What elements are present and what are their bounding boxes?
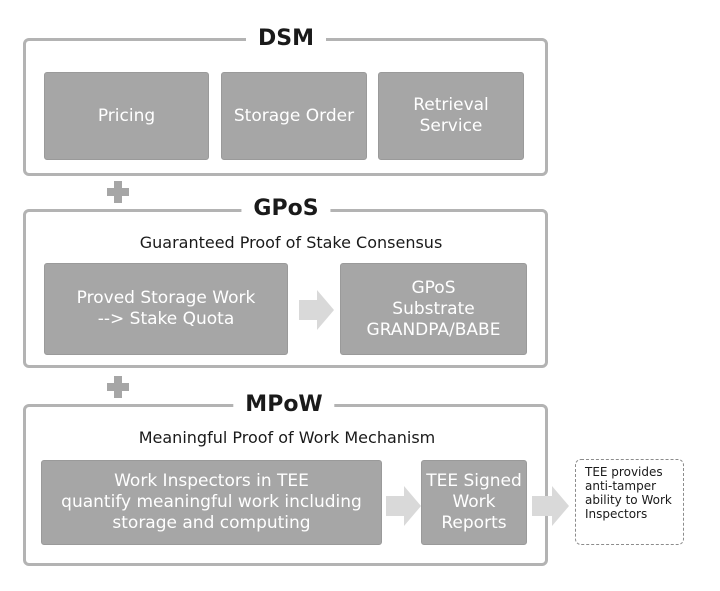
right-arrow-icon — [532, 486, 569, 526]
gpos-substrate-box: GPoS Substrate GRANDPA/BABE — [340, 263, 527, 355]
plus-icon — [107, 181, 129, 203]
right-arrow-icon — [386, 486, 421, 526]
storage-order-box: Storage Order — [221, 72, 367, 160]
right-arrow-icon — [299, 290, 334, 330]
pricing-box: Pricing — [44, 72, 209, 160]
dsm-title: DSM — [246, 26, 326, 52]
plus-icon — [107, 376, 129, 398]
gpos-subtitle: Guaranteed Proof of Stake Consensus — [139, 233, 443, 252]
tee-note: TEE provides anti-tamper ability to Work… — [575, 459, 684, 545]
mpow-title: MPoW — [233, 392, 335, 418]
gpos-title: GPoS — [241, 196, 331, 222]
proved-storage-work-box: Proved Storage Work --> Stake Quota — [44, 263, 288, 355]
work-inspectors-box: Work Inspectors in TEE quantify meaningf… — [41, 460, 382, 545]
mpow-subtitle: Meaningful Proof of Work Mechanism — [138, 428, 436, 447]
tee-signed-reports-box: TEE Signed Work Reports — [421, 460, 527, 545]
retrieval-service-box: Retrieval Service — [378, 72, 524, 160]
